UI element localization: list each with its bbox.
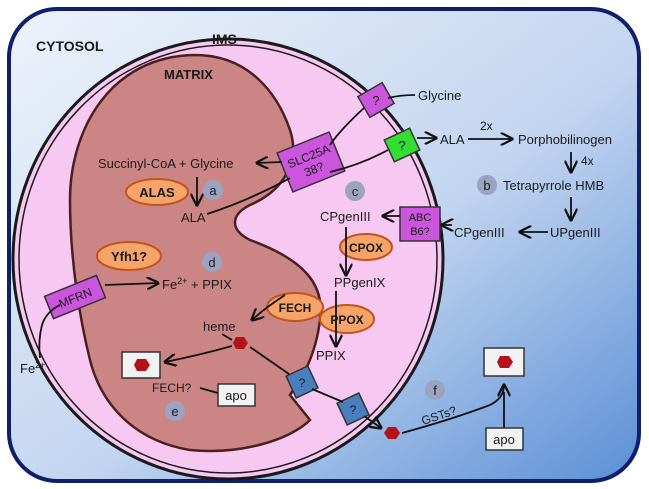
ppgenix-text: PPgenIX [334,275,386,290]
alas-label: ALAS [139,185,175,200]
heme-exporter-2-label: ? [350,403,357,417]
glycine-importer-label: ? [372,93,379,108]
cpgeniii-cytosol-text: CPgenIII [454,225,505,240]
fe-outside-text: Fe2+ [20,360,45,376]
heme-exporter-2: ? [336,392,370,426]
ala-exporter: ? [383,127,421,163]
heme-icon [384,427,400,439]
cpox-enzyme: CPOX [339,233,393,261]
yfh1-enzyme: Yfh1? [96,241,162,271]
pathway-arrows [38,94,571,434]
apo-box-matrix: apo [217,383,256,407]
glycine-cytosol-text: Glycine [418,88,461,103]
abcb6-label-line1: ABC [409,212,432,224]
step-label-b: b [483,178,490,193]
cytosol-label: CYTOSOL [36,38,104,54]
ppox-enzyme: PPOX [319,304,375,334]
upgeniii-text: UPgenIII [550,225,601,240]
apo-cytosol-text: apo [493,432,515,447]
ala-cytosol-text: ALA [440,132,465,147]
stoich-4x-text: 4x [581,154,594,168]
step-marker-a: a [203,180,223,200]
step-label-f: f [433,383,437,398]
heme-exporter-1: ? [285,365,319,399]
heme-icon [497,356,513,368]
heme-icon [134,359,150,371]
abcb6-transporter: ABC B6? [399,206,441,242]
fe-ppix-prefix: Fe [162,277,177,292]
step-label-c: c [352,184,359,199]
step-label-e: e [171,404,178,419]
glycine-importer: ? [356,81,396,119]
fech-question-text: FECH? [152,381,192,395]
alas-enzyme: ALAS [125,178,189,206]
step-marker-f: f [425,380,445,400]
apo-matrix-text: apo [225,388,247,403]
tetrapyrrole-hmb-text: Tetrapyrrole HMB [503,178,604,193]
step-label-d: d [208,255,215,270]
fe-outside-prefix: Fe [20,361,35,376]
heme-exporter-1-label: ? [299,376,306,390]
fech-enzyme: FECH [266,292,324,322]
ims-label: IMS [212,31,237,47]
ppox-label: PPOX [330,313,363,327]
fe-ppix-superscript: 2+ [177,276,187,286]
apo-box-cytosol: apo [485,427,524,451]
hemoprotein-box-matrix [121,351,161,379]
cpgeniii-ims-text: CPgenIII [320,209,371,224]
heme-icon [233,337,248,349]
fe-outside-superscript: 2+ [35,360,45,370]
cpox-label: CPOX [349,241,383,255]
ala-matrix-text: ALA [181,210,206,225]
porphobilinogen-text: Porphobilinogen [518,132,612,147]
ppix-ims-text: PPIX [316,348,346,363]
heme-text: heme [203,319,236,334]
step-marker-d: d [202,252,222,272]
step-marker-e: e [165,401,185,421]
ala-exporter-label: ? [398,138,405,153]
matrix-label: MATRIX [164,67,213,82]
succinyl-glycine-text: Succinyl-CoA + Glycine [98,156,233,171]
step-label-a: a [209,183,217,198]
abcb6-label-line2: B6? [410,226,430,238]
step-marker-b: b [477,175,497,195]
fe-ppix-text: Fe2+ + PPIX [162,276,232,292]
hemoprotein-box-cytosol [483,347,525,377]
fech-label: FECH [279,301,312,315]
stoich-2x-text: 2x [480,119,493,133]
slc25a38-transporter: SLC25A 38? [276,131,346,193]
yfh1-label: Yfh1? [111,249,147,264]
step-marker-c: c [345,181,365,201]
fe-ppix-suffix: + PPIX [187,277,232,292]
